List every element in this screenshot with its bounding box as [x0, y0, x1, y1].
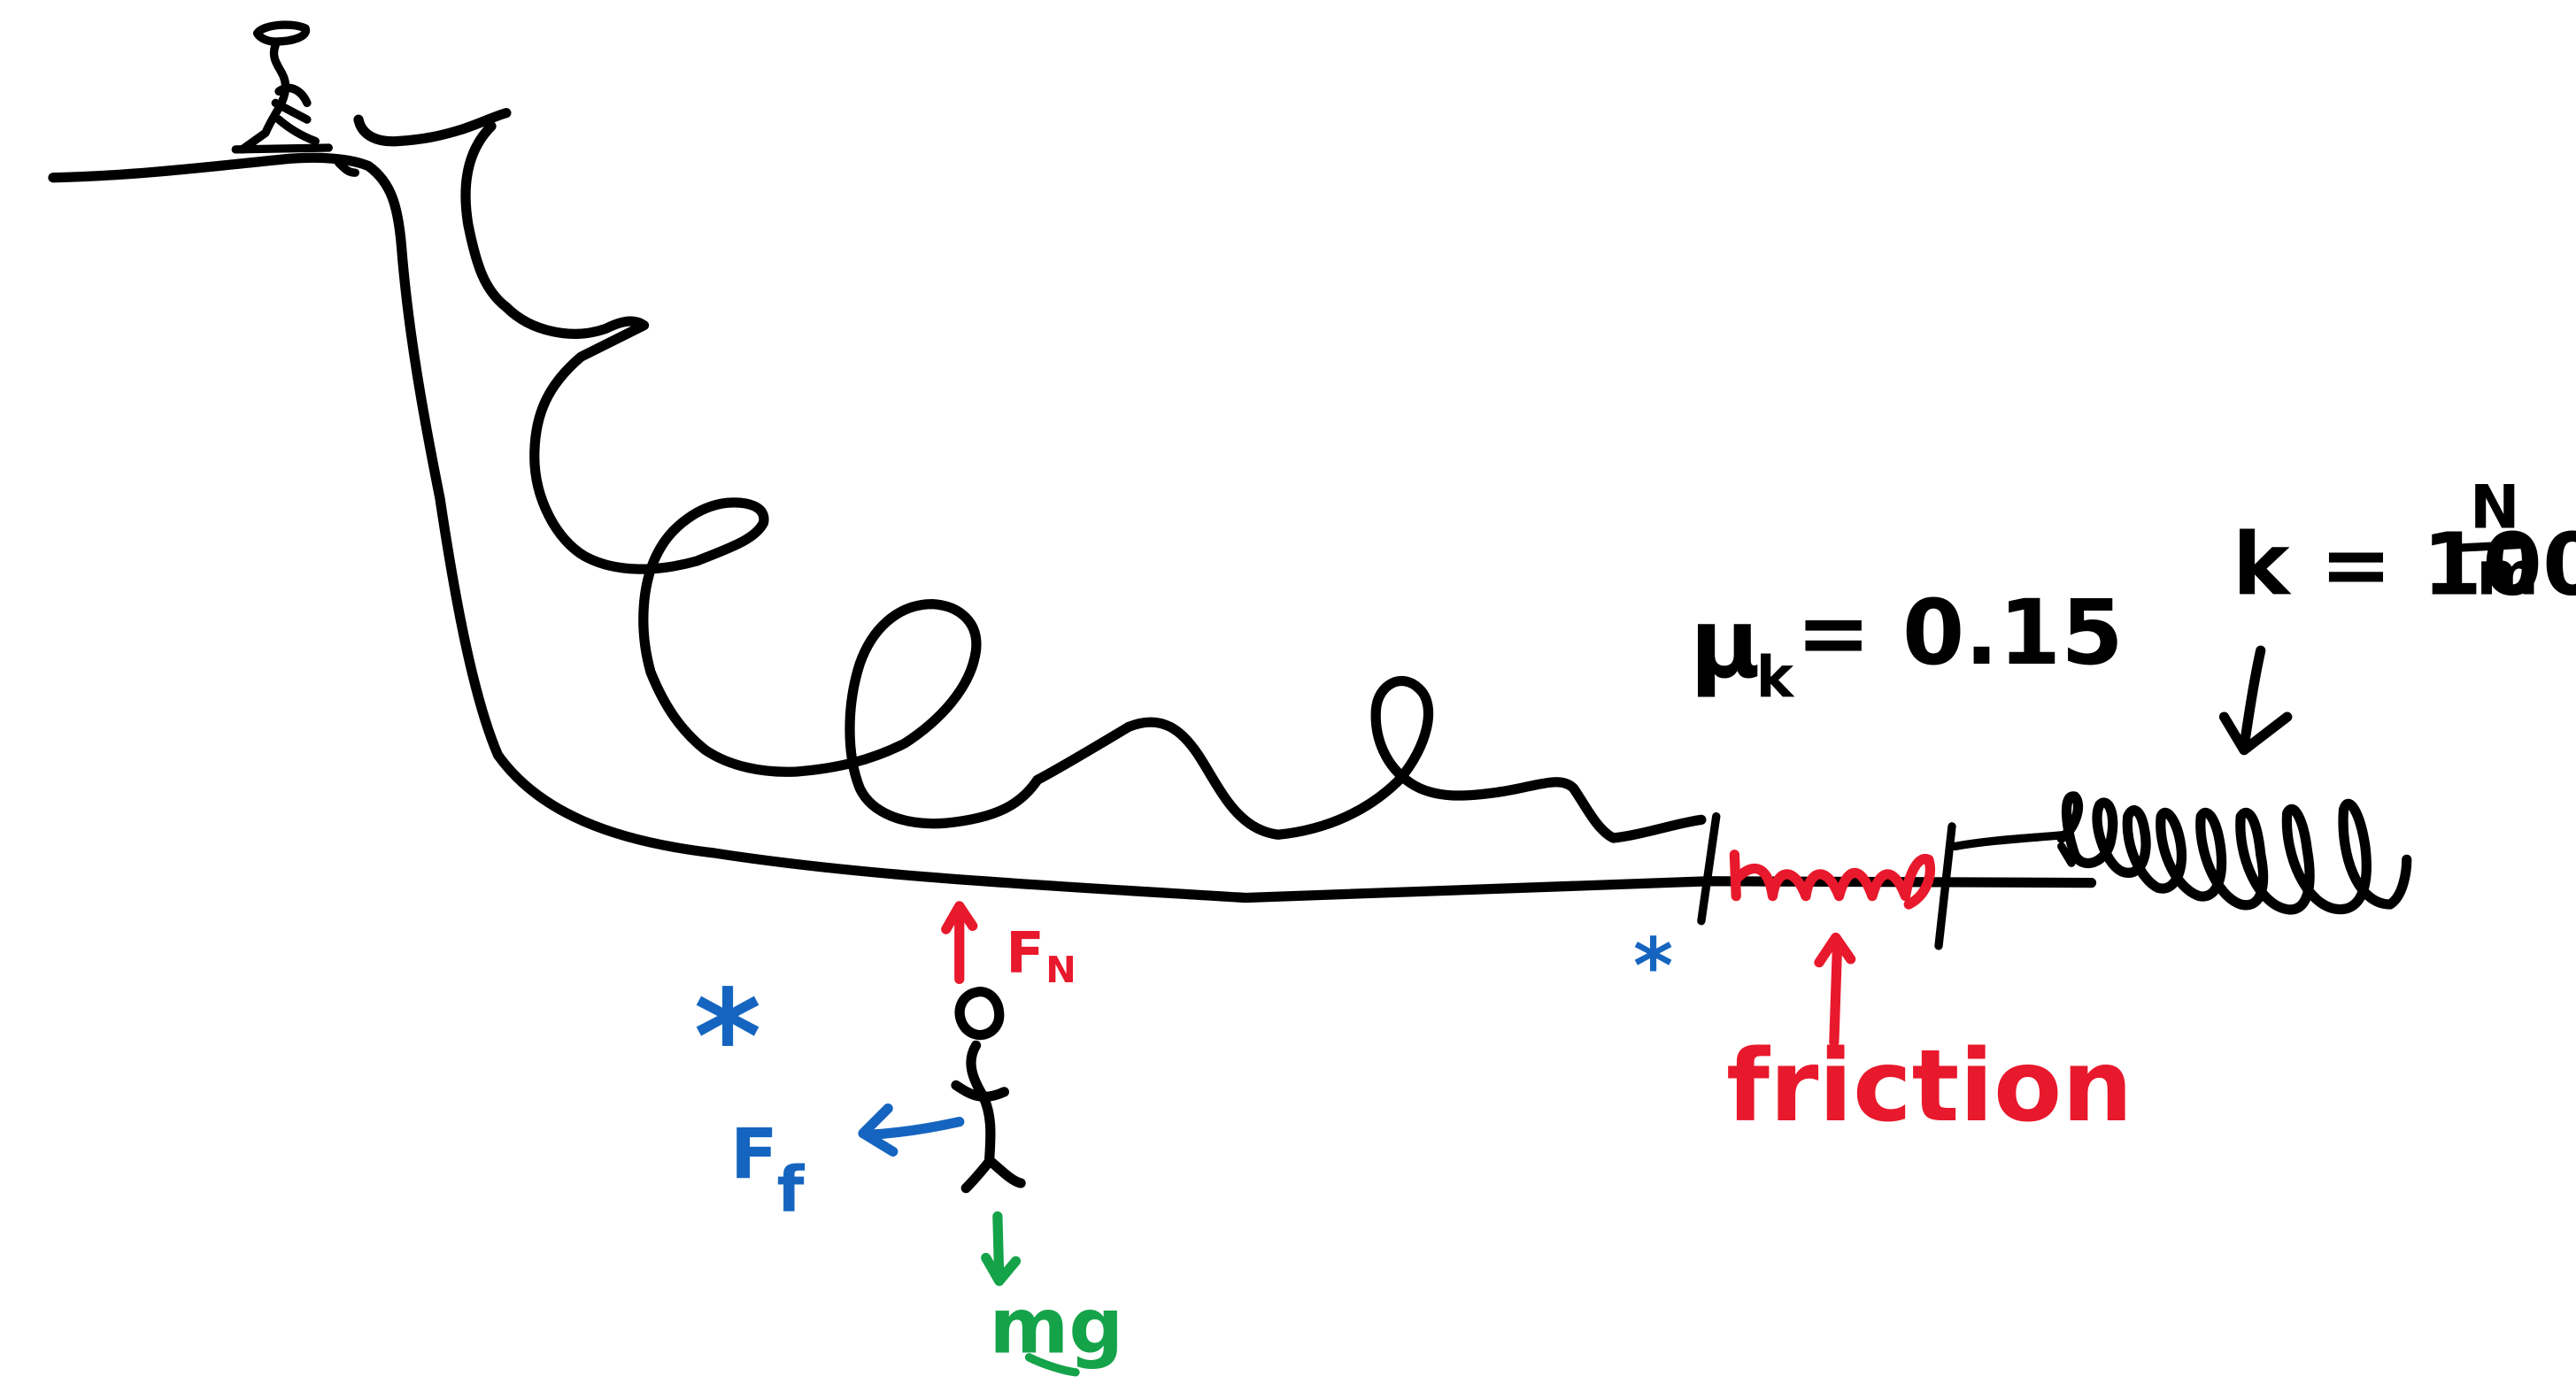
star-large-glyph: * — [694, 963, 761, 1113]
mu-k-label: μ k = 0.15 — [1690, 581, 2124, 711]
friction-annotation: friction — [1726, 932, 2133, 1144]
ground-line — [48, 152, 2097, 903]
mu-subscript: k — [1756, 646, 1795, 711]
normal-force-arrow: F N — [941, 901, 1076, 991]
blue-star-small: * — [1633, 922, 1673, 1011]
gravity-arrow: mg — [981, 1211, 1124, 1377]
mu-value: = 0.15 — [1796, 581, 2124, 685]
friction-label: friction — [1726, 1028, 2133, 1144]
k-unit-denominator: m — [2477, 538, 2539, 608]
coaster-track — [353, 108, 1707, 843]
mu-symbol: μ — [1690, 588, 1761, 700]
k-unit-numerator: N — [2470, 472, 2520, 542]
free-body-figure — [951, 987, 1026, 1194]
ff-label-sub: f — [777, 1153, 806, 1226]
spring-constant-label: k = 100 N m — [2233, 472, 2576, 614]
blue-star-large: * — [694, 963, 761, 1113]
spring — [2056, 791, 2412, 915]
fn-label-main: F — [1006, 921, 1045, 987]
spring-arrow — [2218, 645, 2293, 756]
star-small-glyph: * — [1633, 922, 1673, 1011]
friction-region-markers — [1697, 811, 2071, 950]
stick-figure-top — [231, 20, 359, 177]
ff-label-main: F — [730, 1113, 778, 1195]
friction-force-arrow: F f — [730, 1103, 965, 1226]
fn-label-sub: N — [1045, 949, 1076, 991]
mg-label: mg — [990, 1282, 1124, 1371]
k-value: k = 100 — [2233, 513, 2576, 614]
friction-squiggle — [1729, 850, 1935, 910]
